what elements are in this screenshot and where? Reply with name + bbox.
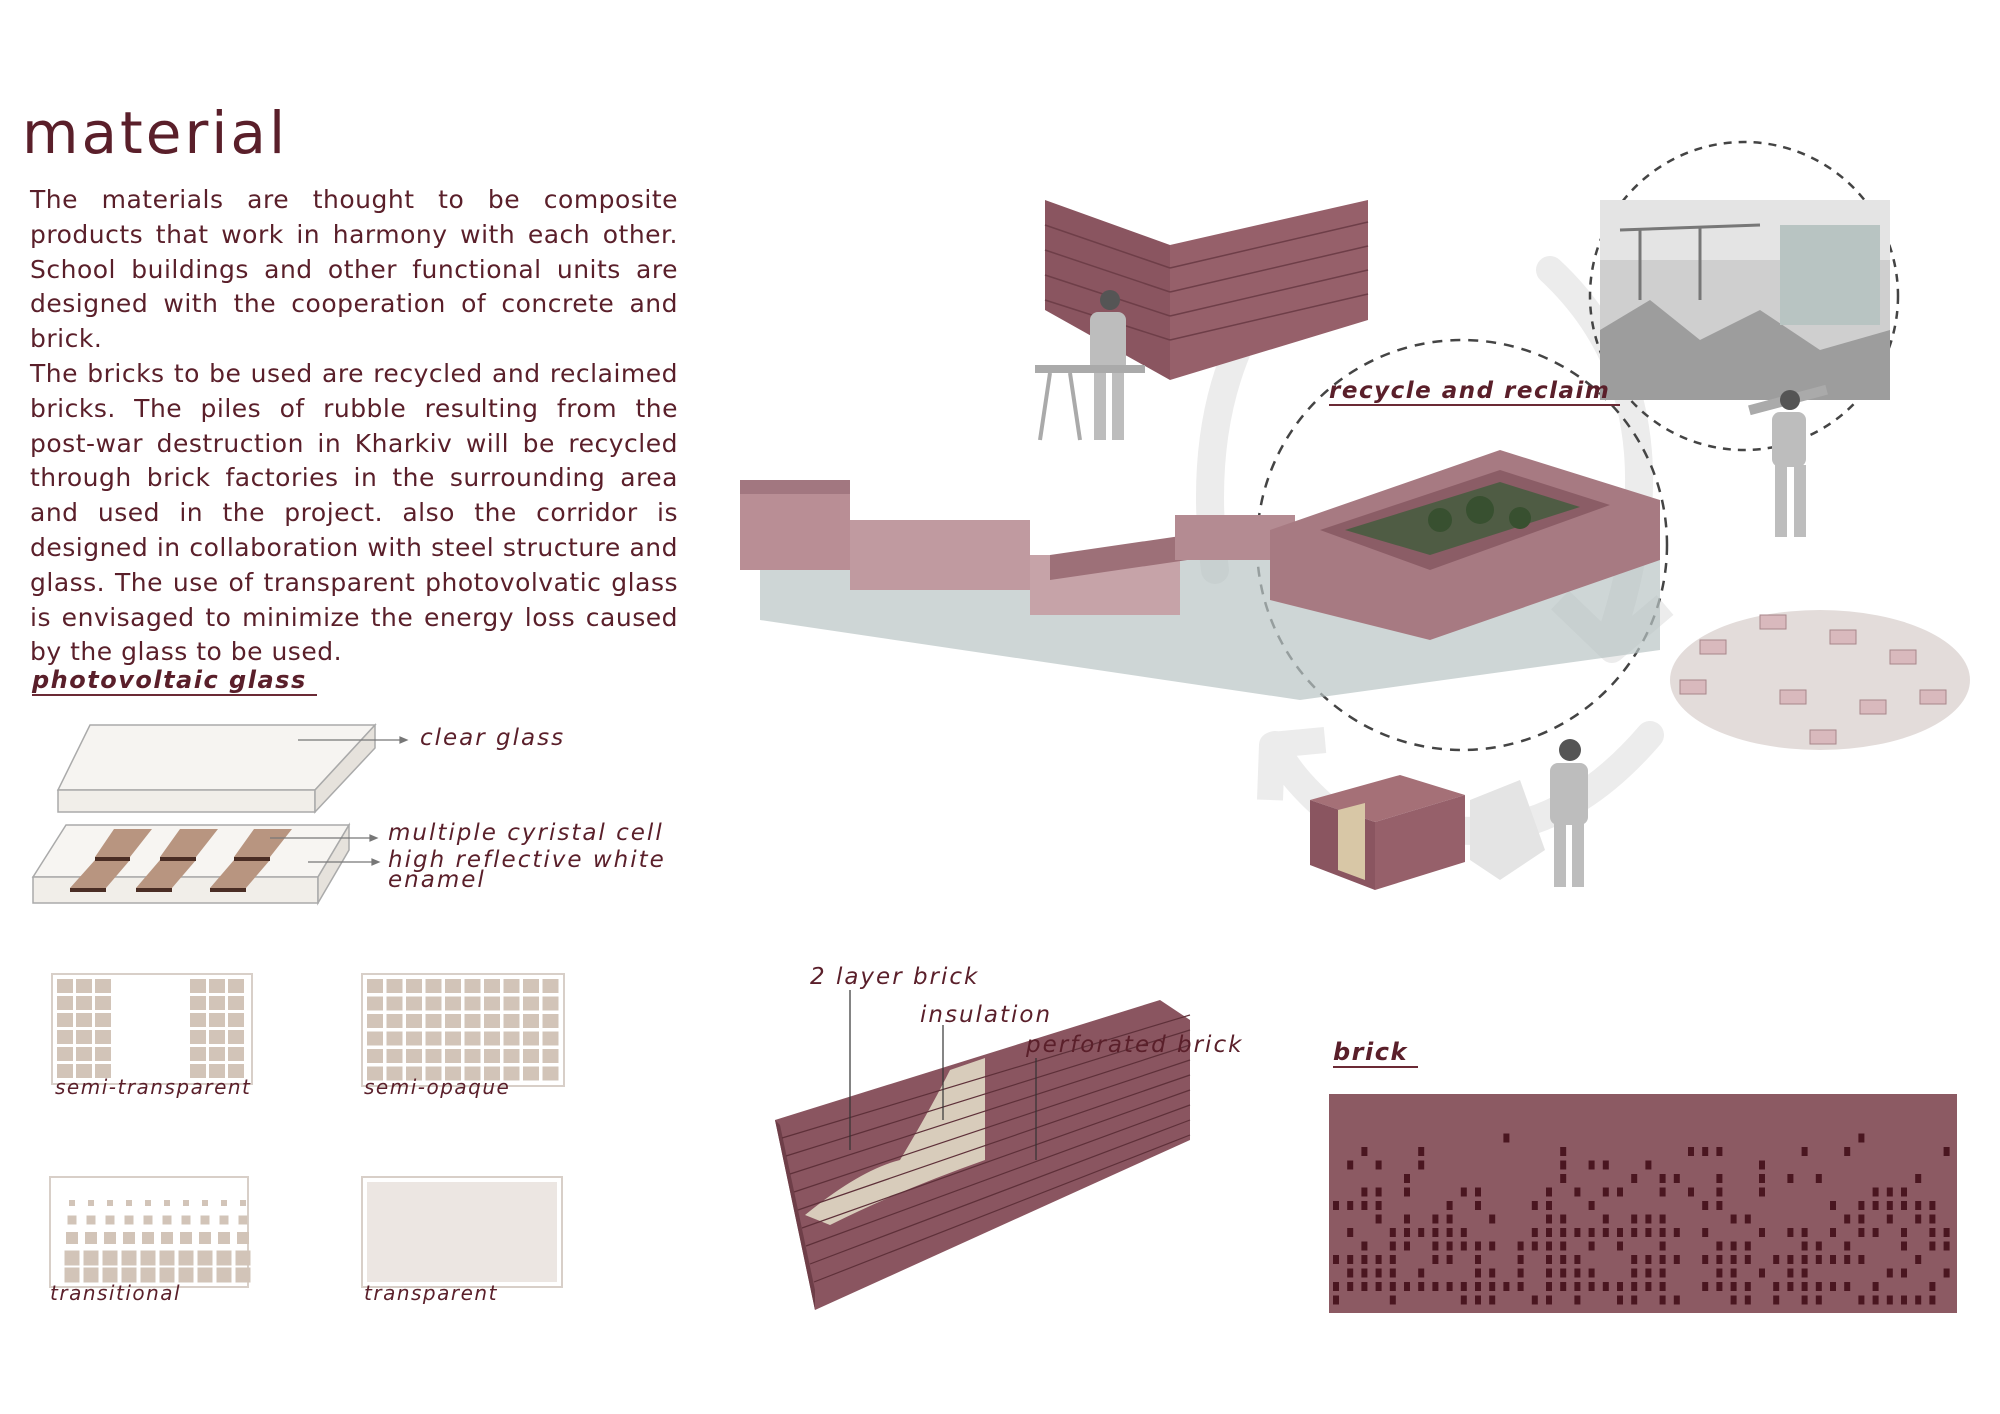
label-semi-opaque: semi-opaque — [364, 1075, 511, 1099]
label-transparent: transparent — [364, 1281, 498, 1305]
brick-facade-image — [1329, 1094, 1957, 1313]
description-paragraph-2: The bricks to be used are recycled and r… — [30, 358, 678, 667]
pv-glass-diagram — [31, 723, 409, 906]
page-title: material — [22, 99, 289, 167]
brick-wall-illustration — [1044, 200, 1369, 380]
description-paragraph-1: The materials are thought to be composit… — [30, 185, 678, 354]
material-description: The materials are thought to be composit… — [30, 183, 678, 670]
label-enamel: high reflective white enamel — [388, 847, 666, 893]
cycle-label: recycle and reclaim — [1329, 378, 1621, 406]
worker-carrying-beam — [1748, 384, 1828, 537]
worker-bricklayer — [1035, 290, 1145, 441]
label-transitional: transitional — [50, 1281, 182, 1305]
label-clear-glass: clear glass — [420, 725, 566, 751]
school-building-illustration — [740, 450, 1660, 700]
ruins-dashed-circle — [1588, 140, 1900, 452]
brick-rubble-pile — [1670, 610, 1970, 750]
wall-section-illustration — [775, 990, 1191, 1310]
photovoltaic-heading: photovoltaic glass — [32, 666, 317, 696]
label-semi-transparent: semi-transparent — [55, 1075, 252, 1099]
pv-panel-types — [49, 973, 565, 1288]
label-2-layer-brick: 2 layer brick — [810, 964, 980, 990]
brick-heading: brick — [1333, 1038, 1418, 1068]
worker-with-dolly — [1470, 739, 1588, 887]
label-insulation: insulation — [920, 1002, 1053, 1028]
label-cell: multiple cyristal cell — [388, 820, 664, 846]
war-ruins-image — [1600, 200, 1890, 400]
recycle-dashed-circle — [1255, 338, 1669, 752]
pv-cells — [70, 829, 292, 888]
brick-pallet — [1310, 775, 1465, 890]
label-perforated-brick: perforated brick — [1026, 1032, 1244, 1058]
